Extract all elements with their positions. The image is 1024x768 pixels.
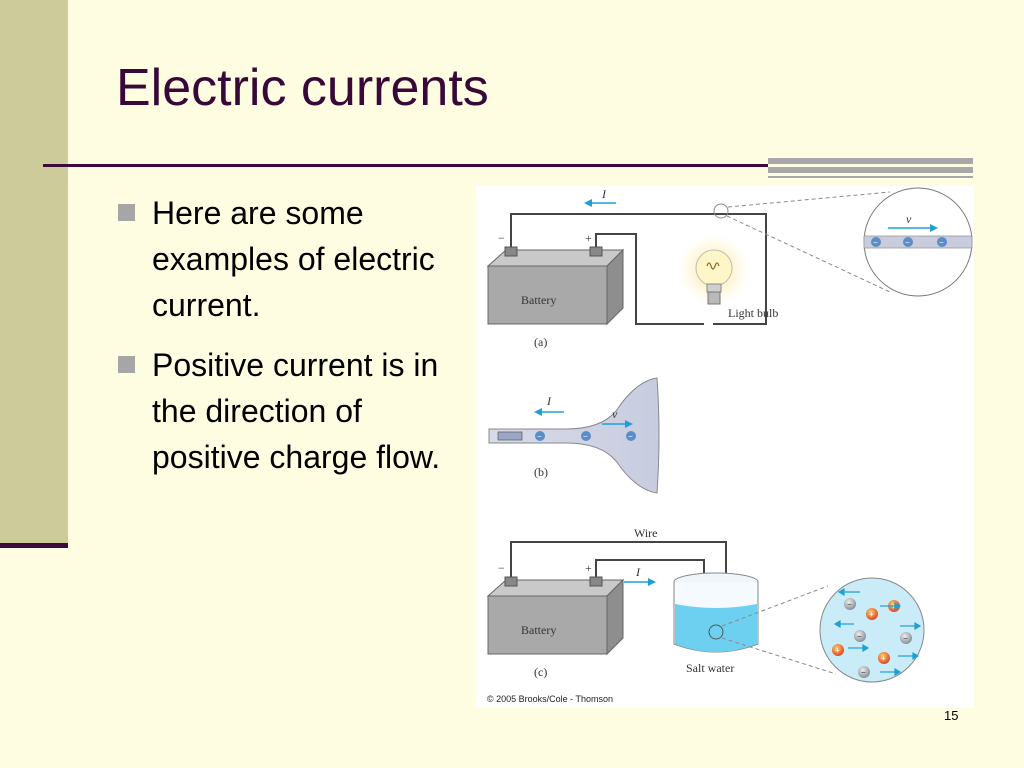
title-divider-accent (768, 158, 973, 178)
slide-title: Electric currents (116, 59, 489, 117)
panel-c-current-arrowhead (648, 578, 656, 586)
panel-a-plus-label: + (585, 231, 592, 245)
panel-b-caption: (b) (534, 465, 548, 479)
electron-charge (871, 237, 881, 247)
panel-a-negative-terminal (504, 246, 518, 257)
panel-a-zoom-line-top (727, 191, 891, 208)
panel-c: Wire I − + Battery (c) Salt water (486, 526, 925, 683)
square-bullet-icon (118, 356, 135, 373)
panel-c-caption: (c) (534, 665, 547, 679)
panel-a-wire-top (510, 213, 767, 325)
ion-drift-arrowhead (894, 601, 902, 611)
panel-c-negative-terminal (504, 576, 518, 587)
panel-a-wire-bottom (595, 233, 704, 325)
panel-b-current-label: I (546, 394, 552, 408)
figure-svg: I − + Battery Light bulb (a) (486, 187, 973, 683)
ion-sign: + (869, 610, 874, 619)
electron-charge (937, 237, 947, 247)
panel-c-current-label: I (635, 565, 641, 579)
ion-drift-arrowhead (912, 651, 920, 661)
panel-b-current-arrowhead (534, 408, 542, 416)
ion-drift-arrows (833, 587, 922, 677)
electron-charge (903, 237, 913, 247)
bullet-item: Positive current is in the direction of … (116, 342, 461, 480)
negative-ion (858, 666, 870, 678)
ion-sign: + (835, 646, 840, 655)
positive-ion (832, 644, 844, 656)
electron-sign: − (583, 432, 588, 441)
negative-ion (900, 632, 912, 644)
panel-a-minus-label: − (498, 231, 505, 245)
ion-sign: + (881, 654, 886, 663)
ion-sign: − (903, 634, 908, 643)
panel-a-positive-terminal (589, 246, 603, 257)
panel-a-zoom-point (713, 203, 729, 219)
page-number: 15 (944, 708, 959, 723)
electron-sign: − (628, 432, 633, 441)
panel-b-electron-gun (497, 431, 523, 441)
electric-current-figure: I − + Battery Light bulb (a) (476, 186, 974, 708)
bullet-item: Here are some examples of electric curre… (116, 190, 461, 328)
panel-c-zoom-circle (819, 577, 925, 683)
panel-c-battery-label: Battery (521, 623, 556, 637)
panel-c-salt-water-label: Salt water (686, 661, 734, 675)
ion-drift-arrowhead (837, 587, 845, 597)
panel-c-zoom-point (708, 624, 724, 640)
panel-c-battery-side (606, 578, 624, 656)
panel-a-battery-label: Battery (521, 293, 556, 307)
panel-a-battery-side (606, 248, 624, 326)
ion-drift-arrowhead (833, 619, 841, 629)
electron-sign: − (939, 238, 944, 247)
panel-b: − − − I v (b) (488, 377, 660, 494)
ion-group: − + + − − + + − (832, 598, 912, 678)
electron-charge (581, 431, 591, 441)
panel-a-caption: (a) (534, 335, 547, 349)
panel-c-wire-label: Wire (634, 526, 658, 540)
panel-a-zoom-line-bottom (726, 215, 891, 293)
panel-c-zoom-line-top (721, 585, 829, 627)
panel-a-current-arrowhead (584, 199, 592, 207)
bullet-list: Here are some examples of electric curre… (116, 190, 461, 494)
figure-copyright: © 2005 Brooks/Cole - Thomson (487, 694, 614, 704)
positive-ion (866, 608, 878, 620)
side-band-line (0, 543, 68, 548)
square-bullet-icon (118, 204, 135, 221)
negative-ion (854, 630, 866, 642)
panel-c-plus-label: + (585, 561, 592, 575)
cathode-ray-tube (488, 377, 660, 494)
panel-c-positive-terminal (589, 576, 603, 587)
ion-sign: − (861, 668, 866, 677)
ion-drift-arrowhead (894, 667, 902, 677)
panel-a: I − + Battery Light bulb (a) (486, 187, 973, 349)
negative-ion (844, 598, 856, 610)
bullet-text: Here are some examples of electric curre… (152, 195, 435, 323)
electron-sign: − (905, 238, 910, 247)
panel-c-minus-label: − (498, 561, 505, 575)
panel-b-velocity-arrowhead (625, 420, 633, 428)
bullet-text: Positive current is in the direction of … (152, 347, 441, 475)
ion-sign: − (847, 600, 852, 609)
panel-a-battery-front (487, 265, 608, 325)
ion-sign: − (857, 632, 862, 641)
ion-drift-arrowhead (914, 621, 922, 631)
salt-water (675, 604, 757, 652)
electron-charge (626, 431, 636, 441)
title-divider (43, 164, 973, 167)
panel-c-zoom-line-bottom (721, 637, 837, 675)
electron-charge (535, 431, 545, 441)
panel-a-velocity-arrowhead (930, 224, 938, 232)
panel-a-velocity-label: v (906, 212, 912, 226)
panel-a-bulb-base (707, 291, 721, 305)
ion-drift-arrowhead (862, 643, 870, 653)
electron-sign: − (873, 238, 878, 247)
panel-a-current-label: I (601, 187, 607, 201)
panel-a-bulb-label: Light bulb (728, 306, 778, 320)
side-band (0, 0, 68, 543)
panel-a-bulb-neck (706, 283, 722, 293)
positive-ion (878, 652, 890, 664)
panel-a-bulb-filament (706, 262, 720, 270)
electron-sign: − (537, 432, 542, 441)
panel-c-battery-front (487, 595, 608, 655)
panel-b-velocity-label: v (612, 407, 618, 421)
